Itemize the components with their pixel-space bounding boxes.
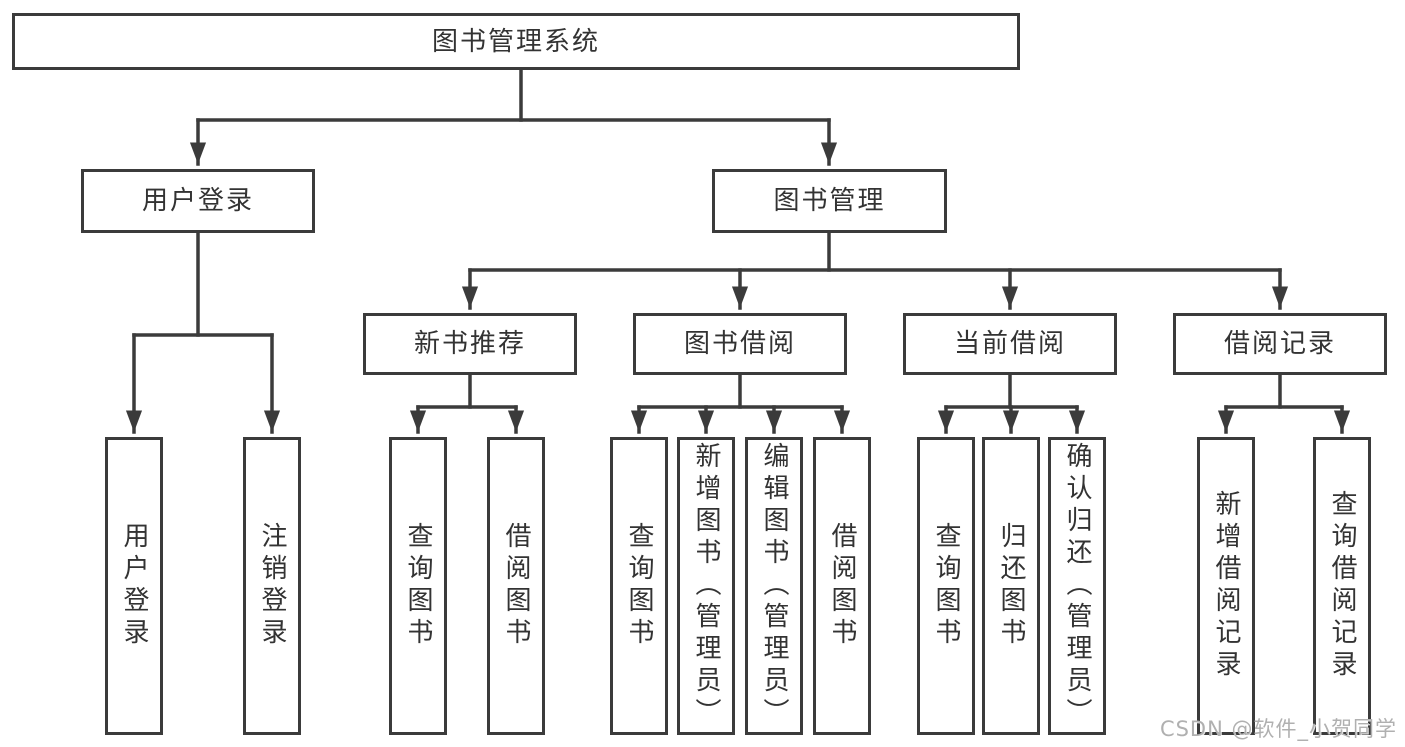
node-borrow-records: 借阅记录 bbox=[1173, 313, 1387, 375]
node-label: 确认归还（管理员） bbox=[1062, 442, 1092, 730]
node-new-book-recommend: 新书推荐 bbox=[363, 313, 577, 375]
node-book-management: 图书管理 bbox=[712, 169, 947, 233]
node-label: 用户登录 bbox=[141, 186, 254, 216]
node-label: 借阅图书 bbox=[501, 522, 531, 650]
edges-book-mgmt-branch bbox=[461, 230, 1289, 310]
node-query-books-recommend: 查询图书 bbox=[389, 437, 447, 735]
node-label: 查询图书 bbox=[403, 522, 433, 650]
node-leaf-user-login: 用户登录 bbox=[105, 437, 163, 735]
node-query-books-borrow: 查询图书 bbox=[610, 437, 668, 735]
node-label: 新增借阅记录 bbox=[1211, 490, 1241, 682]
edges-borrow-record bbox=[1217, 372, 1351, 434]
node-label: 用户登录 bbox=[119, 522, 149, 650]
node-borrow-books: 借阅图书 bbox=[813, 437, 871, 735]
node-borrow-books-recommend: 借阅图书 bbox=[487, 437, 545, 735]
node-confirm-return-admin: 确认归还（管理员） bbox=[1048, 437, 1106, 735]
edges-book-borrow bbox=[630, 372, 851, 434]
node-label: 编辑图书（管理员） bbox=[759, 442, 789, 730]
node-label: 注销登录 bbox=[257, 522, 287, 650]
node-book-borrow: 图书借阅 bbox=[633, 313, 847, 375]
node-label: 图书管理系统 bbox=[431, 26, 600, 57]
node-book-management-system: 图书管理系统 bbox=[12, 13, 1020, 70]
node-query-books-current: 查询图书 bbox=[917, 437, 975, 735]
node-label: 新书推荐 bbox=[413, 329, 526, 359]
edges-new-book-rec bbox=[409, 372, 525, 434]
node-label: 查询图书 bbox=[931, 522, 961, 650]
node-label: 借阅图书 bbox=[827, 522, 857, 650]
node-label: 新增图书（管理员） bbox=[691, 442, 721, 730]
edges-user-login-branch bbox=[125, 230, 281, 434]
node-current-borrow: 当前借阅 bbox=[903, 313, 1117, 375]
node-label: 图书管理 bbox=[773, 186, 886, 216]
node-add-books-admin: 新增图书（管理员） bbox=[677, 437, 735, 735]
watermark-text: CSDN @软件_小贺同学 bbox=[1159, 717, 1397, 741]
node-edit-books-admin: 编辑图书（管理员） bbox=[745, 437, 803, 735]
node-label: 查询图书 bbox=[624, 522, 654, 650]
node-label: 借阅记录 bbox=[1223, 329, 1336, 359]
node-add-borrow-record: 新增借阅记录 bbox=[1197, 437, 1255, 735]
node-label: 当前借阅 bbox=[953, 329, 1066, 359]
edges-root-to-level1 bbox=[189, 66, 838, 166]
node-label: 归还图书 bbox=[996, 522, 1026, 650]
node-leaf-logout: 注销登录 bbox=[243, 437, 301, 735]
node-label: 查询借阅记录 bbox=[1327, 490, 1357, 682]
node-user-login-branch: 用户登录 bbox=[81, 169, 315, 233]
node-query-borrow-record: 查询借阅记录 bbox=[1313, 437, 1371, 735]
node-return-books: 归还图书 bbox=[982, 437, 1040, 735]
edges-current-borrow bbox=[937, 372, 1086, 434]
node-label: 图书借阅 bbox=[683, 329, 796, 359]
